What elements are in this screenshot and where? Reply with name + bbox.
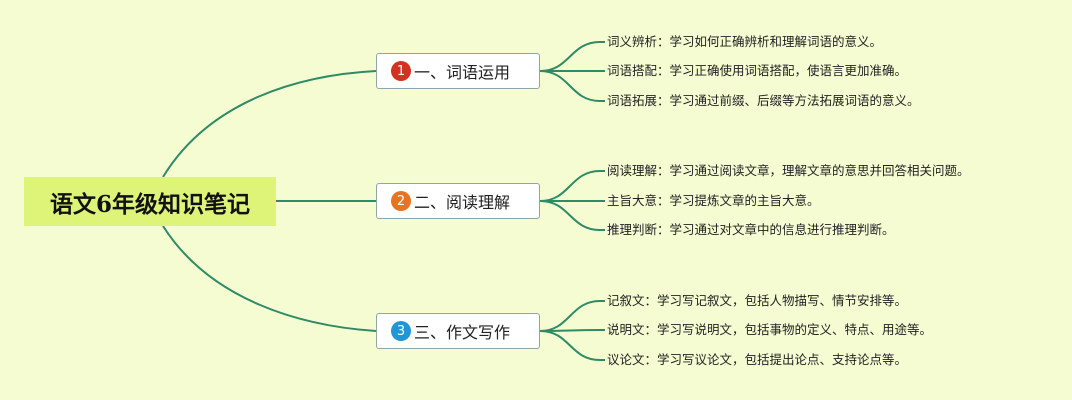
leaf-node[interactable]: 词义辨析：学习如何正确辨析和理解词语的意义。 [607,34,883,49]
number-badge-icon: 1 [391,61,411,81]
topic-3-to-leaf-2 [539,329,605,332]
root-node[interactable]: 语文6年级知识笔记 [24,177,276,226]
topic-label: 三、作文写作 [414,323,511,342]
topic-3-to-leaf-3 [539,330,605,361]
leaf-node[interactable]: 推理判断：学习通过对文章中的信息进行推理判断。 [607,222,895,237]
topic-label: 二、阅读理解 [414,193,511,212]
topic-1-to-leaf-3 [539,70,605,102]
topic-2-to-leaf-3 [539,200,605,231]
root-to-topic-3 [162,225,377,332]
leaf-node[interactable]: 议论文：学习写议论文，包括提出论点、支持论点等。 [607,352,908,367]
topic-3-to-leaf-1 [539,300,605,332]
leaf-node[interactable]: 说明文：学习写说明文，包括事物的定义、特点、用途等。 [607,322,933,337]
number-badge-icon: 2 [391,191,411,211]
topic-node-1[interactable]: 1 一、词语运用 [376,53,540,89]
topic-1-to-leaf-1 [539,41,605,72]
leaf-node[interactable]: 主旨大意：学习提炼文章的主旨大意。 [607,193,820,208]
leaf-node[interactable]: 词语拓展：学习通过前缀、后缀等方法拓展词语的意义。 [607,93,920,108]
number-badge-icon: 3 [391,321,411,341]
topic-node-3[interactable]: 3 三、作文写作 [376,313,540,349]
leaf-node[interactable]: 阅读理解：学习通过阅读文章，理解文章的意思并回答相关问题。 [607,163,970,178]
root-to-topic-1 [162,70,377,178]
leaf-node[interactable]: 词语搭配：学习正确使用词语搭配，使语言更加准确。 [607,63,908,78]
topic-node-2[interactable]: 2 二、阅读理解 [376,183,540,219]
leaf-node[interactable]: 记叙文：学习写记叙文，包括人物描写、情节安排等。 [607,293,908,308]
root-label: 语文6年级知识笔记 [49,190,250,218]
topic-2-to-leaf-1 [539,170,605,202]
topic-label: 一、词语运用 [414,63,511,82]
